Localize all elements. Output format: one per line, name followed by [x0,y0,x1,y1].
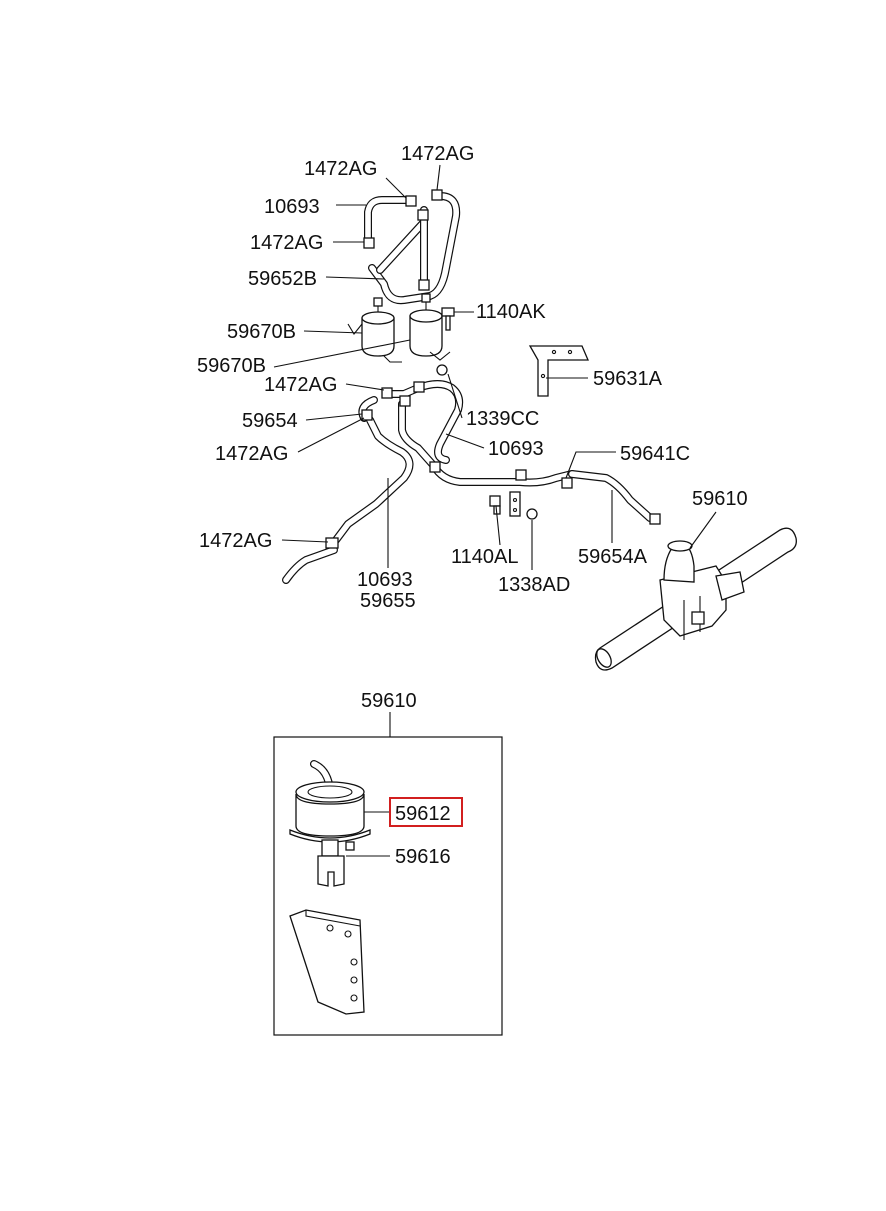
clip-icon [649,513,661,525]
part-labels: 1472AG 1472AG 10693 1472AG 59652B 1140AK… [197,143,748,868]
label-10693: 10693 [488,438,544,460]
label-1140al: 1140AL [451,546,518,568]
clip-icon [417,209,429,221]
bolt-plate-icon [489,491,538,520]
label-59652b: 59652B [248,268,317,290]
canister-right-icon [409,293,451,361]
label-59654a: 59654A [578,546,648,568]
label-1472ag: 1472AG [250,232,323,254]
detail-box [273,736,503,1036]
label-59631a: 59631A [593,368,663,390]
label-1472ag: 1472AG [215,443,288,465]
label-59612[interactable]: 59612 [395,803,451,825]
bolt-icon [441,307,455,331]
leader-lines [273,164,717,857]
clip-icon [381,387,393,399]
label-59655: 59655 [360,590,416,612]
label-59654: 59654 [242,410,298,432]
clip-icon [361,409,373,421]
label-59670b: 59670B [197,355,266,377]
label-1472ag: 1472AG [304,158,377,180]
label-1472ag: 1472AG [264,374,337,396]
vacuum-hose-assembly [282,189,797,671]
label-59610: 59610 [692,488,748,510]
label-1472ag: 1472AG [199,530,272,552]
clip-icon [325,537,339,549]
clip-icon [363,237,375,249]
label-59610: 59610 [361,690,417,712]
label-59641c: 59641C [620,443,690,465]
label-1472ag: 1472AG [401,143,474,165]
label-59670b: 59670B [227,321,296,343]
clip-icon [431,189,443,201]
nut-icon [436,364,448,376]
bracket-icon [528,345,589,397]
actuator-icon [594,527,797,671]
diaphragm-actuator-icon [289,760,371,887]
label-10693: 10693 [357,569,413,591]
label-1339cc: 1339CC [466,408,539,430]
highlight-box [389,797,463,827]
clip-icon [418,279,430,291]
label-10693: 10693 [264,196,320,218]
clip-icon [429,461,441,473]
canister-left-icon [347,297,402,363]
clip-icon [399,395,411,407]
label-1338ad: 1338AD [498,574,570,596]
mounting-bracket-icon [289,909,365,1015]
clip-icon [561,477,573,489]
clip-icon [413,381,425,393]
label-1140ak: 1140AK [476,301,546,323]
clip-icon [405,195,417,207]
clip-icon [515,469,527,481]
label-59616: 59616 [395,846,451,868]
